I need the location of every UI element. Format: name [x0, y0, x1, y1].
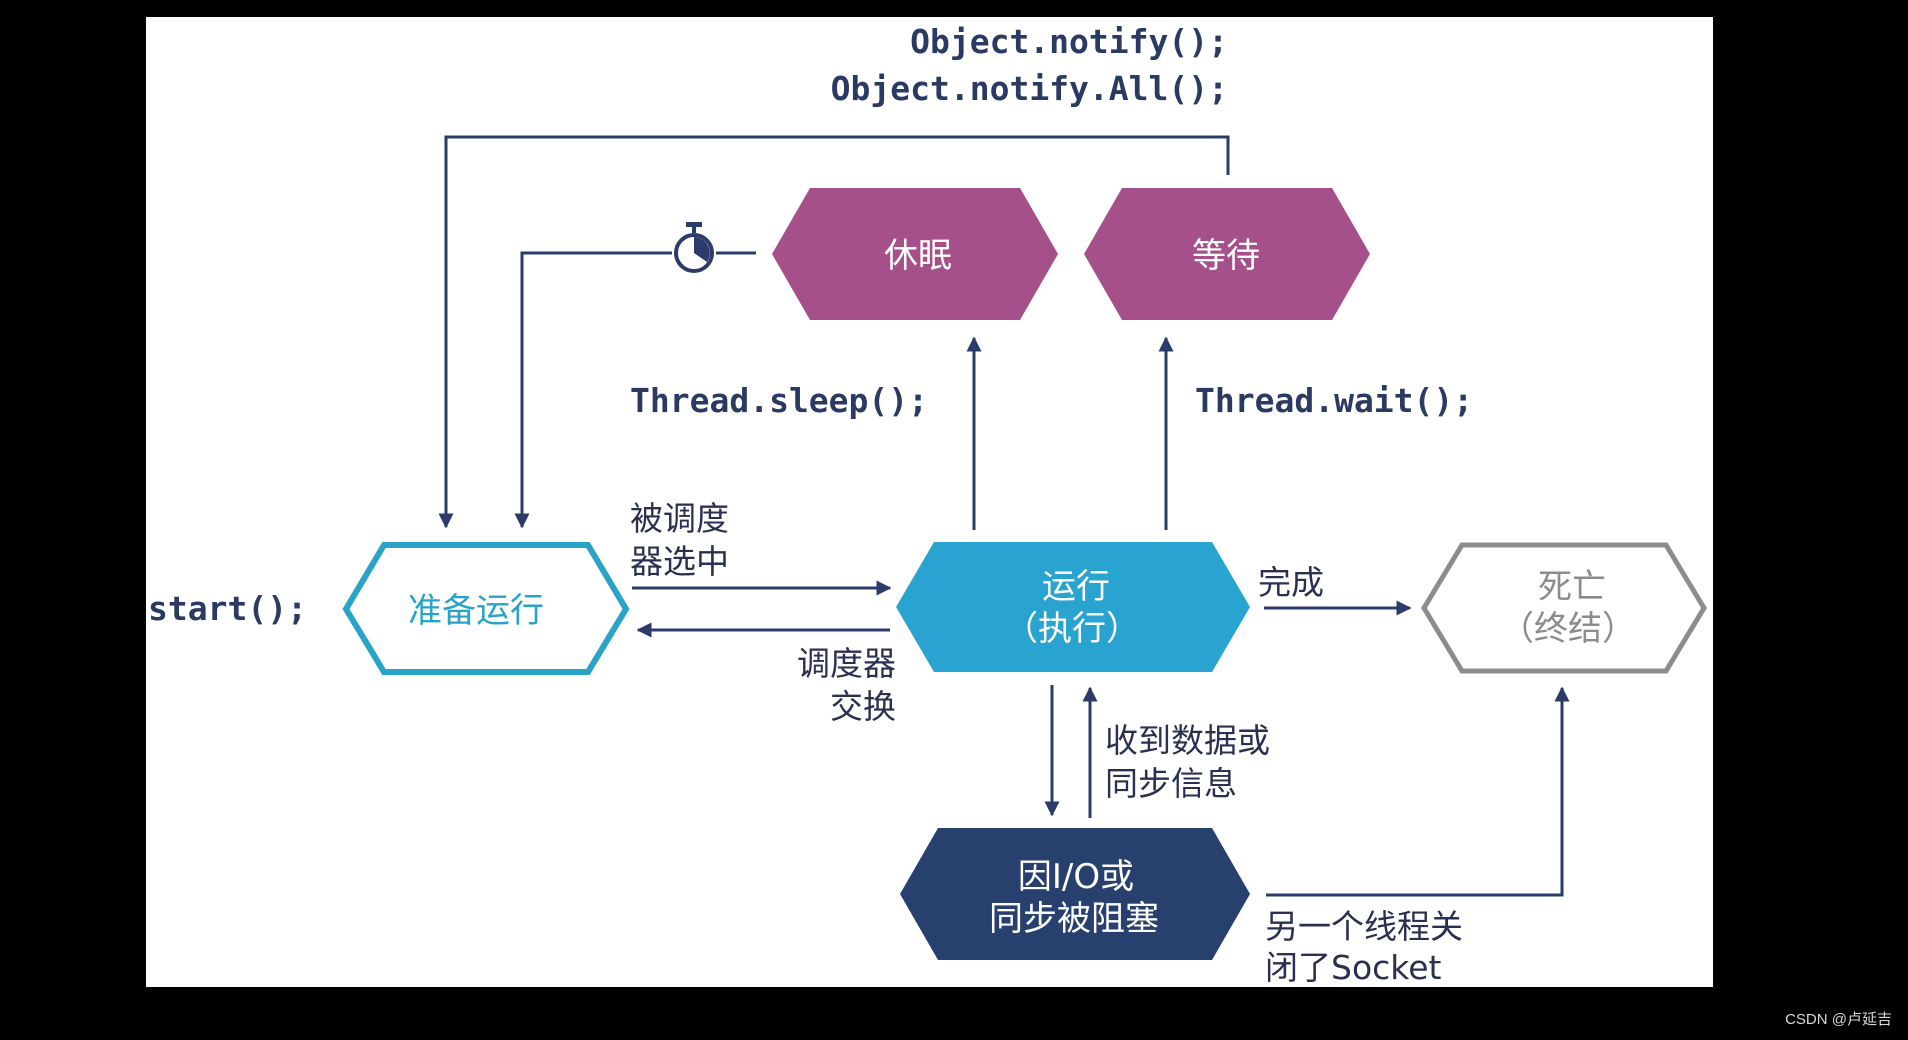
- state-running-label: 运行: [1042, 567, 1110, 607]
- scheduler-swap-label-2: 交换: [830, 687, 896, 726]
- start-call-label: start();: [148, 589, 307, 628]
- notify-all-label: Object.notify.All();: [831, 69, 1228, 108]
- sleep-timeout-arrow: [514, 251, 672, 529]
- state-ready-label: 准备运行: [408, 591, 544, 631]
- state-running-sublabel: （执行）: [1004, 609, 1140, 649]
- scheduler-swap-label: 调度器: [797, 644, 896, 683]
- state-blocked-shape: [900, 828, 1250, 960]
- state-ready: 准备运行: [342, 542, 630, 675]
- connectors: [438, 135, 1570, 897]
- state-sleeping: 休眠: [772, 188, 1058, 320]
- data-received-label: 收到数据或: [1105, 721, 1270, 760]
- state-blocked-sublabel: 同步被阻塞: [989, 899, 1159, 939]
- scheduler-pick-label-2: 器选中: [630, 542, 729, 581]
- state-dead: 死亡 （终结）: [1421, 542, 1707, 674]
- diagram-canvas: [146, 17, 1713, 987]
- socket-closed-label: 另一个线程关: [1265, 907, 1463, 946]
- scheduler-pick-label: 被调度: [630, 499, 729, 538]
- state-waiting-label: 等待: [1192, 236, 1260, 276]
- watermark-text: CSDN @卢延吉: [1785, 1011, 1892, 1028]
- wait-call-label: Thread.wait();: [1195, 381, 1473, 420]
- state-waiting: 等待: [1084, 188, 1370, 320]
- socket-closed-arrow: [1266, 686, 1570, 897]
- state-dead-label: 死亡: [1538, 567, 1606, 607]
- state-dead-sublabel: （终结）: [1500, 609, 1636, 649]
- complete-label: 完成: [1258, 563, 1324, 602]
- state-blocked-label: 因I/O或: [1018, 857, 1134, 897]
- state-blocked: 因I/O或 同步被阻塞: [900, 828, 1250, 960]
- state-ready-shape: [342, 542, 630, 675]
- notify-arrow: [438, 135, 1230, 529]
- stopwatch-icon: [674, 222, 714, 273]
- state-running: 运行 （执行）: [896, 542, 1250, 672]
- sleep-call-label: Thread.sleep();: [630, 381, 928, 420]
- data-received-label-2: 同步信息: [1105, 764, 1237, 803]
- state-waiting-shape: [1084, 188, 1370, 320]
- state-sleeping-shape: [772, 188, 1058, 320]
- state-dead-shape: [1421, 542, 1707, 674]
- socket-closed-label-2: 闭了Socket: [1265, 948, 1442, 987]
- state-sleeping-label: 休眠: [884, 236, 952, 276]
- state-running-shape: [896, 542, 1250, 672]
- notify-label: Object.notify();: [910, 22, 1228, 61]
